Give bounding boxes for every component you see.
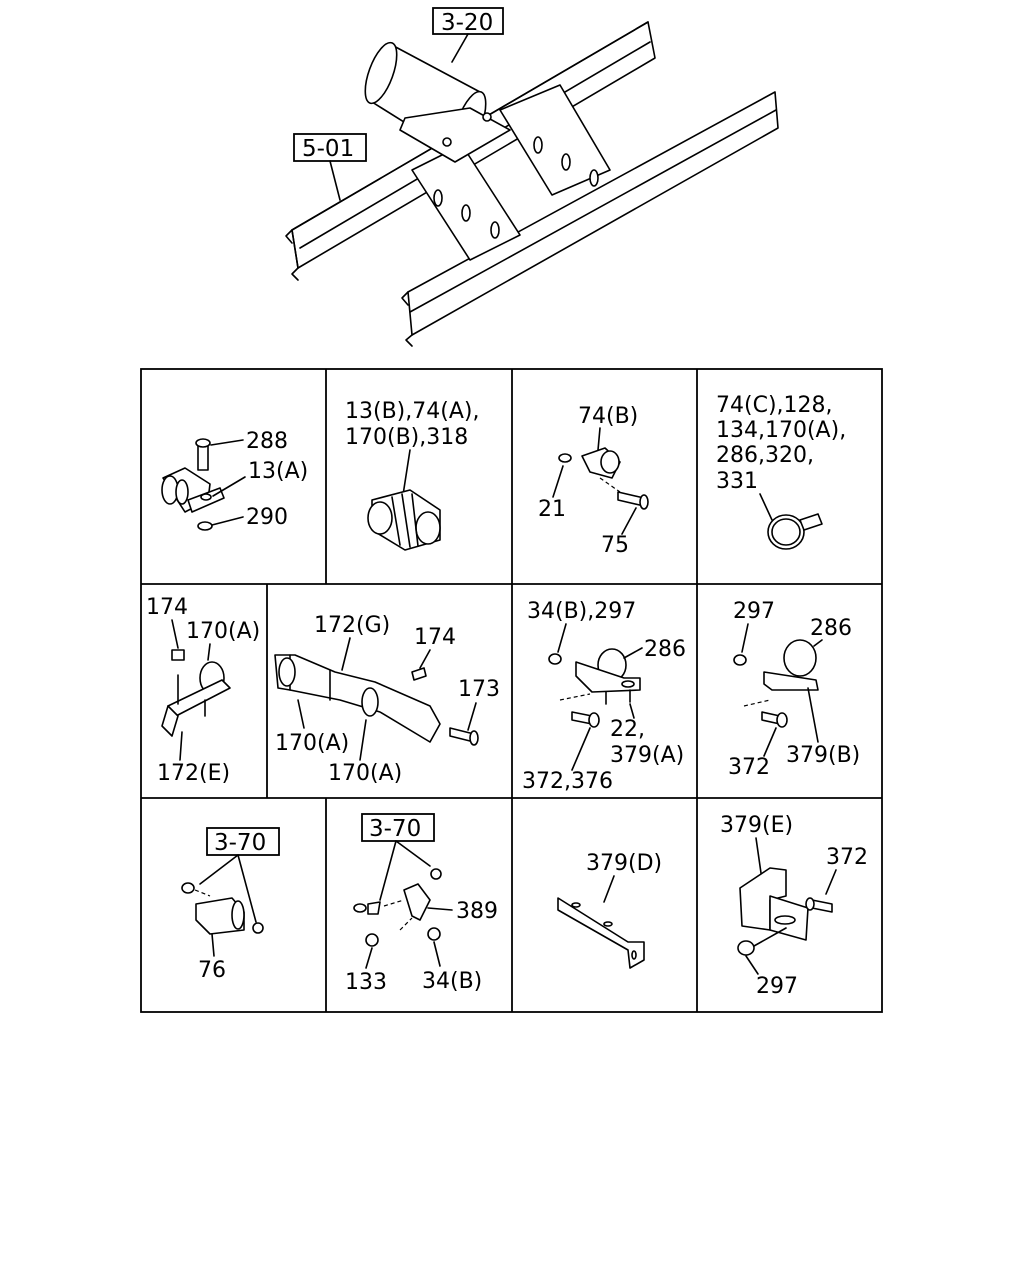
- label-c4-line2: 134,170(A),: [716, 418, 846, 443]
- right-frame-rail: [401, 91, 779, 347]
- label-297-c8: 297: [733, 599, 775, 624]
- label-22: 22,: [610, 717, 645, 742]
- cell-bracket-379b: 297 286 372 379(B): [728, 599, 860, 780]
- label-379a: 379(A): [610, 743, 684, 768]
- ref-label-c10: 3-70: [369, 816, 421, 842]
- cell-clip-74b: 74(B) 21 75: [538, 404, 649, 558]
- tank: [364, 41, 511, 163]
- label-372-c12: 372: [826, 845, 868, 870]
- label-172g: 172(G): [314, 613, 390, 638]
- label-172e: 172(E): [157, 761, 230, 786]
- label-75: 75: [601, 533, 629, 558]
- label-170a-c6-bottom: 170(A): [328, 761, 402, 786]
- cell-bracket-389: 3-70 389 133 34(B): [345, 813, 498, 995]
- label-34b-297: 34(B),297: [527, 599, 636, 624]
- ref-box-3-70-c10: [361, 813, 435, 842]
- label-379d: 379(D): [586, 851, 662, 876]
- label-372-c8: 372: [728, 755, 770, 780]
- ref-box-3-70-c9: [206, 827, 280, 856]
- cell-bracket-76: 3-70 76: [181, 827, 280, 983]
- ref-label-tank: 3-20: [441, 10, 493, 36]
- label-170a-c5: 170(A): [186, 619, 260, 644]
- label-21: 21: [538, 497, 566, 522]
- cell-bracket-379e: 379(E) 372 297: [720, 813, 868, 999]
- label-74b: 74(B): [578, 404, 638, 429]
- label-13a: 13(A): [248, 459, 308, 484]
- label-379b: 379(B): [786, 743, 860, 768]
- ref-label-frame: 5-01: [302, 136, 354, 162]
- label-173: 173: [458, 677, 500, 702]
- label-174-c6: 174: [414, 625, 456, 650]
- parts-grid: [140, 368, 883, 1013]
- label-34b-c10: 34(B): [422, 969, 482, 994]
- label-c4-line4: 331: [716, 469, 758, 494]
- ref-label-c9: 3-70: [214, 830, 266, 856]
- label-290: 290: [246, 505, 288, 530]
- label-c2-line2: 170(B),318: [345, 425, 468, 450]
- frame-overview-illustration: 3-20 5-01: [285, 7, 779, 347]
- cell-bracket-379d: 379(D): [557, 851, 662, 969]
- label-379e: 379(E): [720, 813, 793, 838]
- cell-double-clip: 13(B),74(A), 170(B),318: [345, 399, 479, 551]
- cell-bracket-172g: 172(G) 174 173 170(A) 170(A): [274, 613, 500, 786]
- label-389: 389: [456, 899, 498, 924]
- label-297-c12: 297: [756, 974, 798, 999]
- cell-clip-13a: 288 13(A) 290: [161, 429, 308, 531]
- label-c2-line1: 13(B),74(A),: [345, 399, 479, 424]
- cross-members: [411, 84, 611, 261]
- label-c4-line3: 286,320,: [716, 443, 814, 468]
- label-133: 133: [345, 970, 387, 995]
- label-76: 76: [198, 958, 226, 983]
- cell-bracket-172e: 174 170(A) 172(E): [146, 595, 260, 786]
- label-372-376: 372,376: [522, 769, 613, 794]
- label-170a-c6-left: 170(A): [275, 731, 349, 756]
- label-174-c5: 174: [146, 595, 188, 620]
- cell-bracket-379a: 34(B),297 286 22, 379(A) 372,376: [522, 599, 686, 794]
- label-286-c7: 286: [644, 637, 686, 662]
- label-c4-line1: 74(C),128,: [716, 393, 833, 418]
- label-288: 288: [246, 429, 288, 454]
- cell-band-clamp: 74(C),128, 134,170(A), 286,320, 331: [716, 393, 846, 550]
- label-286-c8: 286: [810, 616, 852, 641]
